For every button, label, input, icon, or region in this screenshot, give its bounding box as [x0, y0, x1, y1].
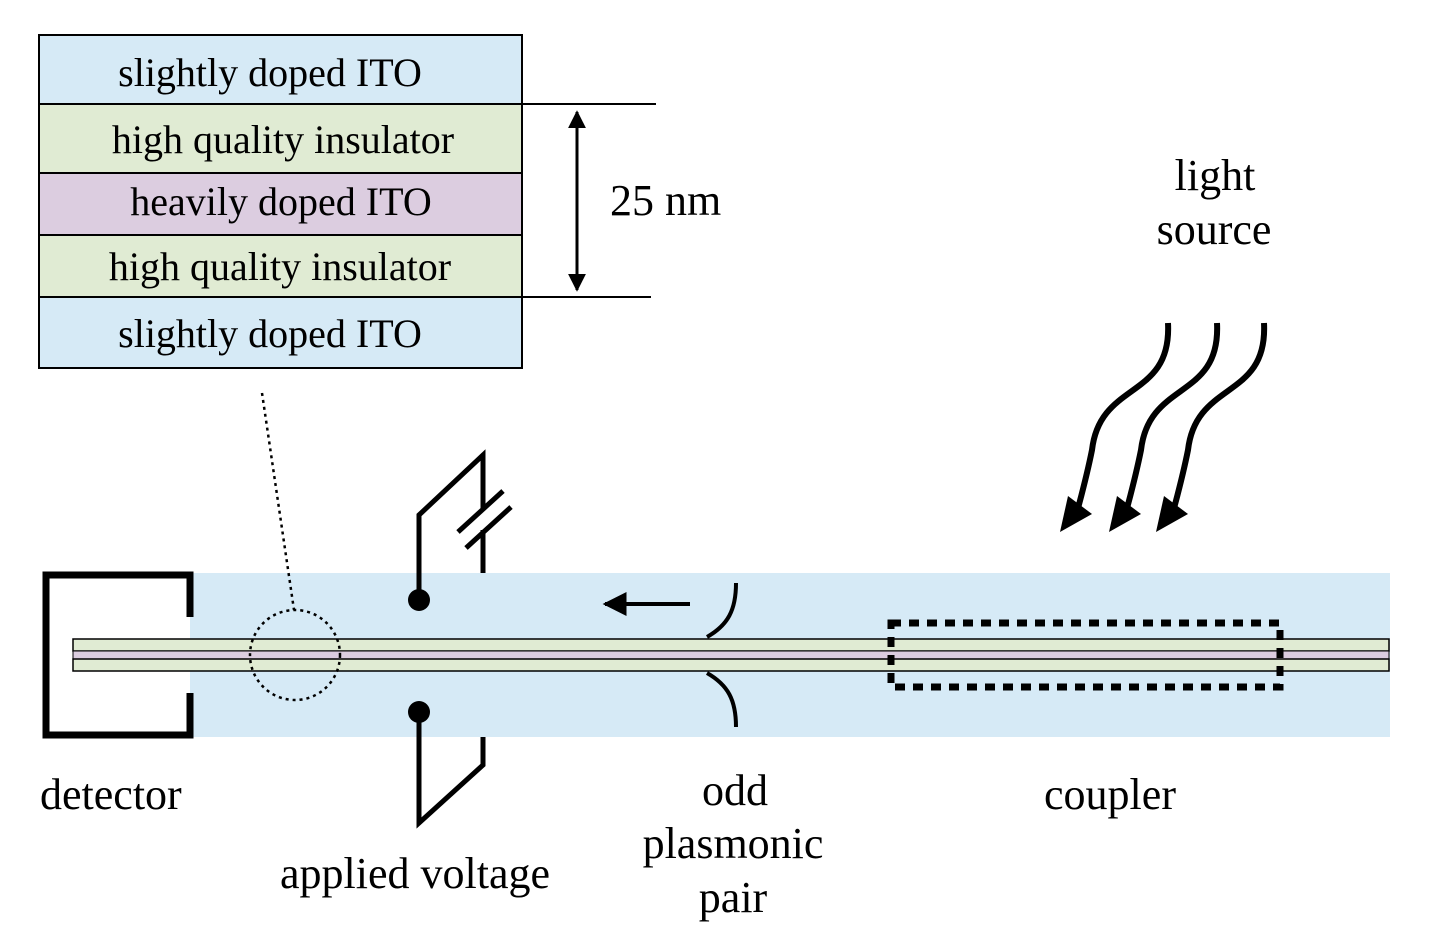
- callout-circle: [248, 608, 342, 702]
- layer-4-label: high quality insulator: [109, 244, 451, 289]
- detector: detector: [40, 571, 194, 819]
- waveguide-top-insulator: [72, 638, 1390, 652]
- odd-plasmonic-pair-label-line1: odd: [702, 766, 768, 815]
- voltage-top-wire: [416, 449, 486, 600]
- plasmon-upper-curve: [705, 582, 738, 639]
- coupler-label: coupler: [1044, 770, 1176, 819]
- layer-1-rect: [38, 34, 523, 105]
- layer-5-label: slightly doped ITO: [118, 311, 422, 356]
- layer-2-label: high quality insulator: [112, 117, 454, 162]
- layer-3-rect: [38, 172, 523, 236]
- odd-plasmonic-pair: odd plasmonic pair: [602, 582, 824, 922]
- layer-2-rect: [38, 103, 523, 174]
- thickness-dimension: 25 nm: [507, 103, 721, 298]
- light-wave-3: [1168, 322, 1268, 521]
- detector-label: detector: [40, 770, 182, 819]
- light-arrowhead-2: [1109, 496, 1141, 532]
- voltage-bottom-electrode: [408, 701, 430, 723]
- plasmon-lower-curve: [705, 671, 738, 728]
- inset-callout: [248, 392, 342, 702]
- waveguide-heavily-doped-layer: [72, 650, 1390, 660]
- odd-plasmonic-pair-label-line3: pair: [699, 873, 768, 922]
- layer-stack: slightly doped ITO high quality insulato…: [38, 34, 523, 369]
- applied-voltage-label: applied voltage: [280, 849, 550, 898]
- light-arrowhead-3: [1156, 496, 1188, 532]
- layer-3-label: heavily doped ITO: [130, 179, 431, 224]
- voltage-bottom-wire: [416, 712, 486, 829]
- light-waves: [1072, 322, 1268, 521]
- voltage-top-electrode: [408, 589, 430, 611]
- coupler-dashed-box: [887, 619, 1284, 691]
- light-source: light source: [1060, 151, 1271, 532]
- waveguide-bottom-insulator: [72, 658, 1390, 672]
- capacitor-plate-1: [456, 489, 505, 534]
- coupler: coupler: [887, 619, 1284, 819]
- layer-4-rect: [38, 234, 523, 298]
- callout-dotted-line: [260, 392, 296, 611]
- light-source-label-line2: source: [1157, 205, 1272, 254]
- light-wave-1: [1072, 322, 1172, 521]
- odd-plasmonic-pair-label-line2: plasmonic: [643, 819, 824, 868]
- detector-bracket: [42, 571, 194, 739]
- layer-1-label: slightly doped ITO: [118, 50, 422, 95]
- capacitor-plate-2: [464, 505, 513, 550]
- light-arrowhead-1: [1060, 496, 1092, 532]
- layer-5-rect: [38, 296, 523, 369]
- light-wave-2: [1121, 322, 1221, 521]
- light-arrowheads: [1060, 496, 1188, 532]
- applied-voltage: [408, 449, 513, 829]
- thickness-label: 25 nm: [610, 176, 721, 225]
- waveguide: [72, 573, 1390, 737]
- light-source-label-line1: light: [1175, 151, 1256, 200]
